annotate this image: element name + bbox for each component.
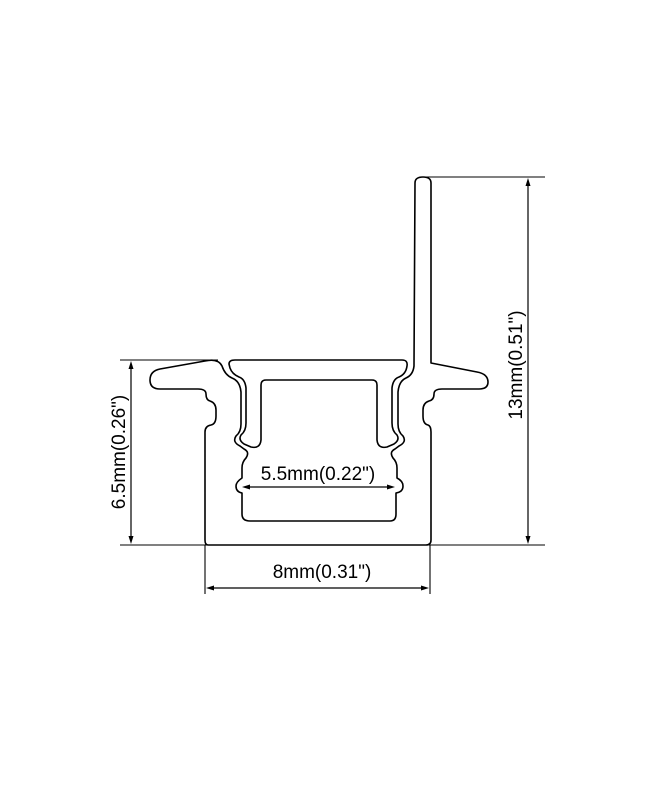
arrow-down-icon [525,536,531,544]
inner-width-label: 5.5mm(0.22") [261,464,375,485]
diffuser-cover-outline [228,359,408,449]
extension-lines [120,176,545,594]
arrow-down-icon [128,536,134,544]
dimension-total-height: 13mm(0.51") [506,178,531,544]
arrow-up-icon [525,178,531,186]
outer-width-label: 8mm(0.31") [273,562,372,583]
total-height-label: 13mm(0.51") [506,310,527,419]
dimension-inner-width: 5.5mm(0.22") [242,464,395,490]
arrow-left-icon [242,484,250,490]
dimension-outer-width: 8mm(0.31") [206,562,429,591]
dimension-body-height: 6.5mm(0.26") [109,361,134,544]
arrow-up-icon [128,361,134,369]
arrow-right-icon [421,585,429,591]
arrow-left-icon [206,585,214,591]
body-height-label: 6.5mm(0.26") [109,395,130,509]
outer-profile-outline [149,176,489,546]
arrow-right-icon [387,484,395,490]
